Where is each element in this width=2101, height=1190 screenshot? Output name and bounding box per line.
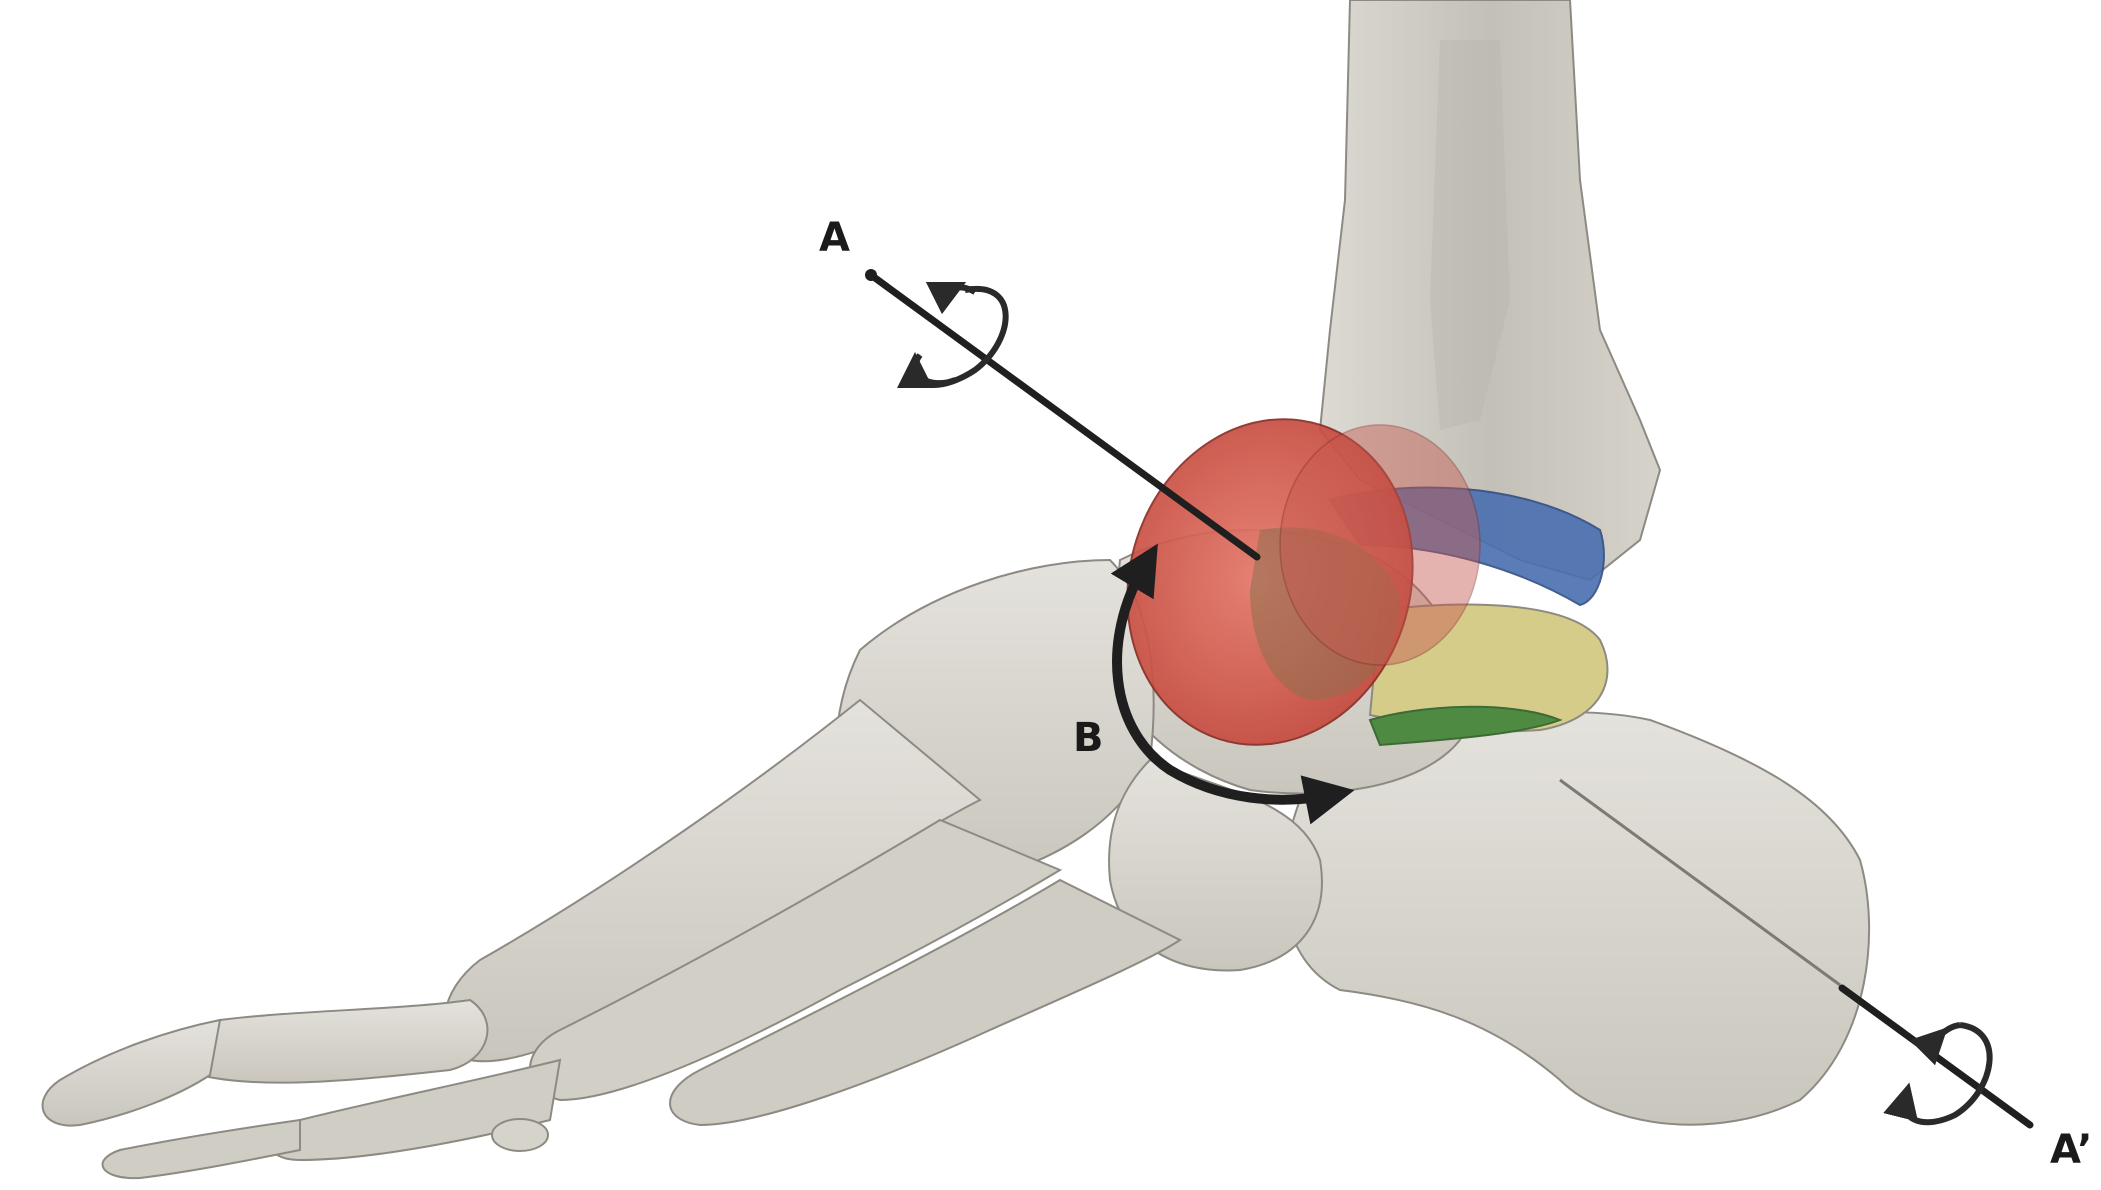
axis-line-upper [871,275,1257,557]
talar-head-overlay [1280,425,1480,665]
toe-phalanges-2 [43,1020,220,1126]
sesamoid-bone [492,1119,548,1151]
label-rotation-arc: B [1073,718,1104,758]
label-axis-end: A’ [2050,1130,2092,1170]
toe-phalanges-4 [103,1120,300,1178]
axis-end-cap [865,269,877,281]
label-axis-start: A [819,218,850,258]
toe-phalanges-1 [183,1000,488,1083]
axis-line-lower [1842,988,2030,1125]
